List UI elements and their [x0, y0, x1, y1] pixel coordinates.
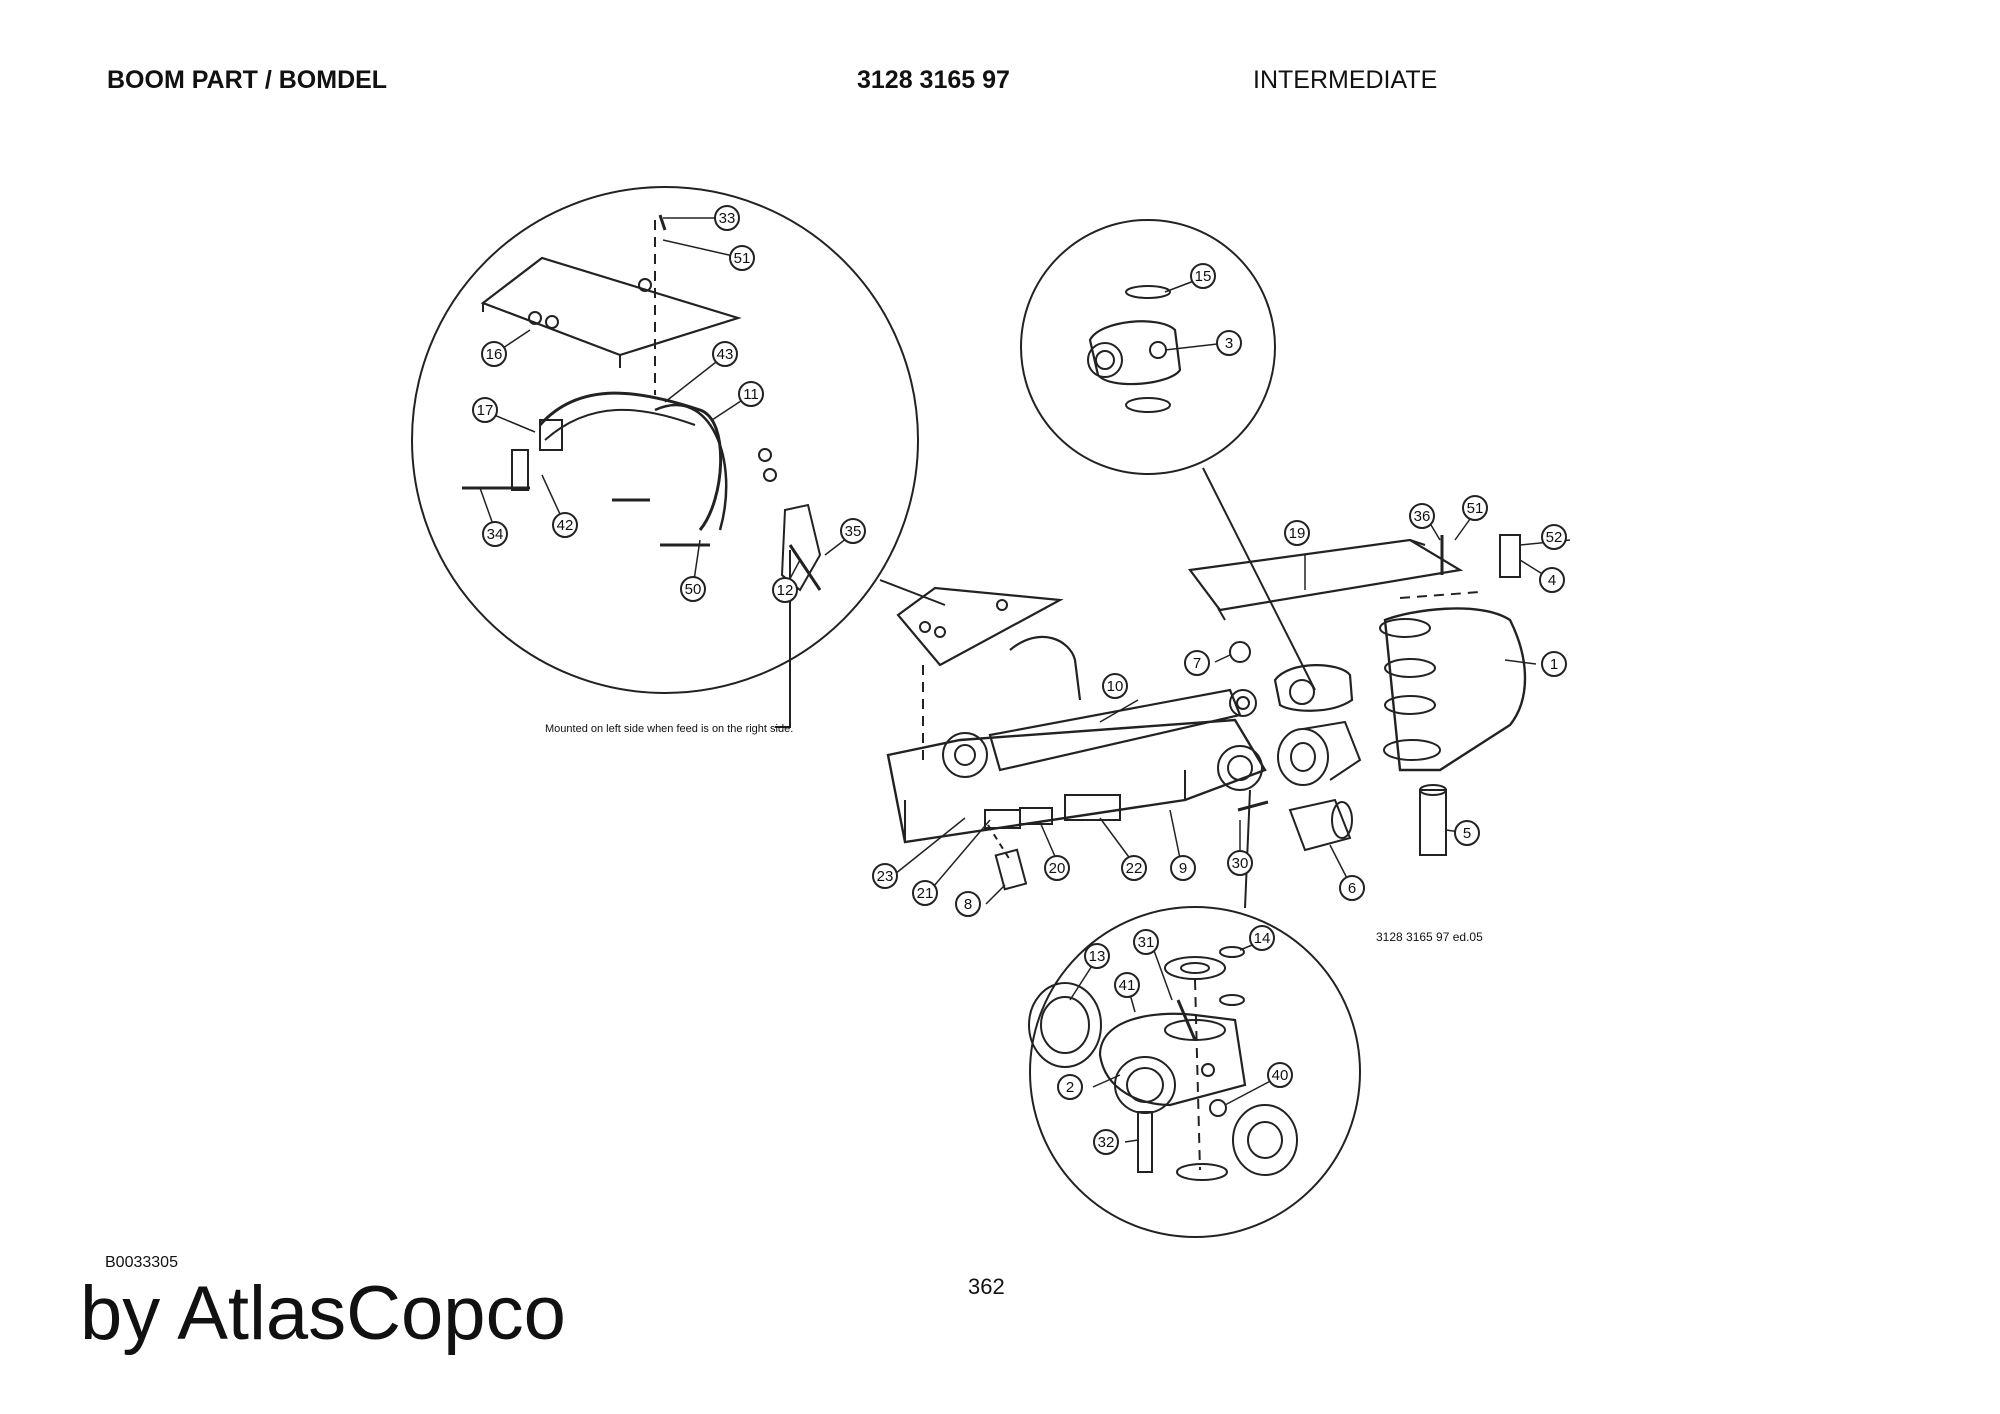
callout-51-right [1462, 495, 1488, 521]
callout-52 [1541, 524, 1567, 550]
callout-30 [1227, 850, 1253, 876]
document-id: B0033305 [105, 1254, 178, 1271]
callout-label: 32 [1098, 1134, 1115, 1151]
callout-label: 9 [1179, 860, 1187, 877]
callout-21 [912, 880, 938, 906]
callout-3 [1216, 330, 1242, 356]
callout-label: 13 [1089, 948, 1106, 965]
callout-label: 7 [1193, 655, 1201, 672]
drawing-reference: 3128 3165 97 ed.05 [1376, 930, 1483, 944]
callout-label: 43 [717, 346, 734, 363]
callout-7 [1184, 650, 1210, 676]
callout-15 [1190, 263, 1216, 289]
callout-label: 14 [1254, 930, 1271, 947]
page-title: BOOM PART / BOMDEL [107, 66, 388, 94]
variant-label: INTERMEDIATE [1253, 66, 1438, 94]
callout-label: 23 [877, 868, 894, 885]
mounting-note: Mounted on left side when feed is on the… [545, 723, 793, 735]
callout-label: 5 [1463, 825, 1471, 842]
callout-label: 20 [1049, 860, 1066, 877]
callout-9 [1170, 855, 1196, 881]
callout-label: 17 [477, 402, 494, 419]
callout-label: 2 [1066, 1079, 1074, 1096]
callout-6 [1339, 875, 1365, 901]
part-number: 3128 3165 97 [857, 66, 1010, 94]
callout-42 [552, 512, 578, 538]
callout-19 [1284, 520, 1310, 546]
callout-label: 52 [1546, 529, 1563, 546]
callout-label: 1 [1550, 656, 1558, 673]
callout-label: 8 [964, 896, 972, 913]
callout-8 [955, 891, 981, 917]
callout-2 [1057, 1074, 1083, 1100]
callout-label: 35 [845, 523, 862, 540]
callout-43 [712, 341, 738, 367]
callout-12 [772, 577, 798, 603]
callout-10 [1102, 673, 1128, 699]
callout-label: 36 [1414, 508, 1431, 525]
callout-17 [472, 397, 498, 423]
callout-label: 42 [557, 517, 574, 534]
callout-label: 50 [685, 581, 702, 598]
callout-label: 51 [1467, 500, 1484, 517]
callout-41 [1114, 972, 1140, 998]
callout-label: 34 [487, 526, 504, 543]
callout-35 [840, 518, 866, 544]
callout-label: 51 [734, 250, 751, 267]
callout-14 [1249, 925, 1275, 951]
callout-51-top [729, 245, 755, 271]
detail-circle-top-left [411, 186, 919, 694]
callout-label: 4 [1548, 572, 1556, 589]
callout-label: 11 [743, 386, 759, 403]
callout-label: 12 [777, 582, 794, 599]
page-number: 362 [968, 1274, 1005, 1299]
callout-label: 30 [1232, 855, 1249, 872]
detail-circle-bottom [1029, 906, 1361, 1238]
callout-23 [872, 863, 898, 889]
callout-label: 31 [1138, 934, 1155, 951]
callout-11 [738, 381, 764, 407]
callout-label: 6 [1348, 880, 1356, 897]
callout-4 [1539, 567, 1565, 593]
callout-label: 16 [486, 346, 503, 363]
callout-label: 3 [1225, 335, 1233, 352]
callout-32 [1093, 1129, 1119, 1155]
callout-40 [1267, 1062, 1293, 1088]
callout-label: 41 [1119, 977, 1136, 994]
callout-label: 40 [1272, 1067, 1289, 1084]
callout-label: 22 [1126, 860, 1143, 877]
callout-label: 19 [1289, 525, 1306, 542]
callout-16 [481, 341, 507, 367]
callout-5 [1454, 820, 1480, 846]
detail-circle-top-right [1020, 219, 1276, 475]
callout-31 [1133, 929, 1159, 955]
callout-1 [1541, 651, 1567, 677]
callout-20 [1044, 855, 1070, 881]
callout-34 [482, 521, 508, 547]
callout-13 [1084, 943, 1110, 969]
callout-36 [1409, 503, 1435, 529]
callout-22 [1121, 855, 1147, 881]
callout-label: 33 [719, 210, 736, 227]
callout-33 [714, 205, 740, 231]
callout-label: 21 [917, 885, 934, 902]
callout-label: 10 [1107, 678, 1124, 695]
callout-label: 15 [1195, 268, 1212, 285]
callout-50 [680, 576, 706, 602]
brand-wordmark: by AtlasCopco [80, 1271, 566, 1356]
